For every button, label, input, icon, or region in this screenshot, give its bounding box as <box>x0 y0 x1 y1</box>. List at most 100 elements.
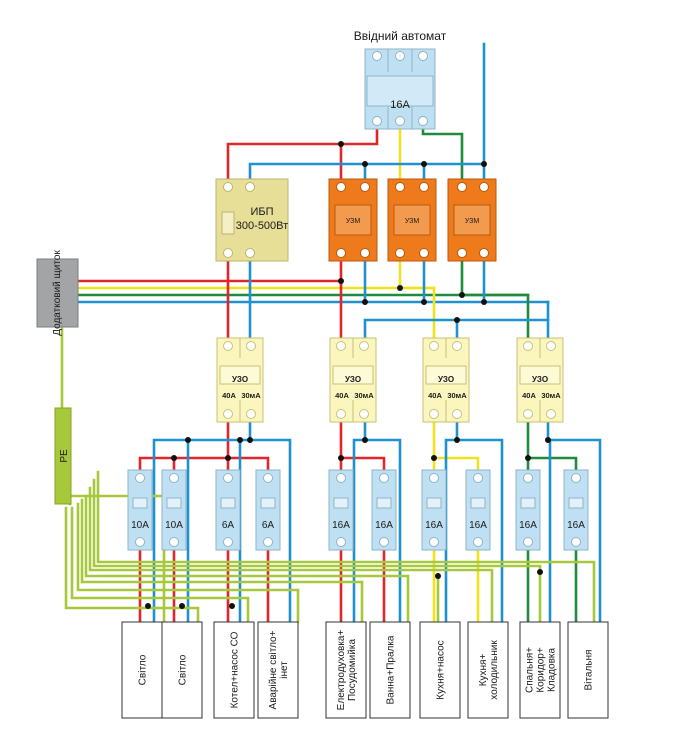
pe-wire-7 <box>84 494 410 624</box>
breaker-handle <box>220 497 236 509</box>
breaker-body <box>161 469 187 551</box>
terminal-screw <box>245 182 255 192</box>
load-label-line: холодильник <box>489 640 500 700</box>
breaker-handle <box>166 497 182 509</box>
junction-dot <box>537 569 543 575</box>
terminal-screw <box>429 409 439 419</box>
load-9: Спальня+Коридор+Кладовка <box>519 621 561 719</box>
terminal-screw <box>223 473 233 483</box>
terminal-screw <box>457 248 467 258</box>
rcd2-out-red <box>339 416 386 476</box>
load-label: Електродуховка+Посудомийка <box>336 630 358 711</box>
rcd4-out-green <box>526 416 578 476</box>
terminal-screw <box>359 409 369 419</box>
breaker-handle <box>333 497 349 509</box>
load-5: Електродуховка+Посудомийка <box>325 621 367 719</box>
load-label: Світло <box>138 654 149 685</box>
load-box <box>567 621 609 719</box>
load-label: Ванна+Пралка <box>386 635 397 704</box>
load-box <box>419 621 461 719</box>
terminal-screw <box>457 182 467 192</box>
junction-dot <box>362 437 368 443</box>
breaker-rating: 6A <box>222 520 235 531</box>
rcd-leak: 30мА <box>541 391 561 400</box>
breaker-rating: 16A <box>519 520 537 531</box>
pe-bus-body <box>54 407 72 505</box>
terminal-screw <box>473 537 483 547</box>
pe-bus: PE <box>54 407 72 505</box>
pe-wire-5 <box>76 502 300 624</box>
uzm-switch <box>453 204 491 236</box>
terminal-screw <box>336 473 346 483</box>
terminal-screw <box>395 51 405 61</box>
pe-wire-10 <box>96 470 596 624</box>
terminal-screw <box>479 182 489 192</box>
green-main-wire <box>421 124 464 187</box>
breaker-body <box>127 469 153 551</box>
terminal-screw <box>546 409 556 419</box>
load-3: Котел+насос СО <box>213 621 255 719</box>
junction-dot <box>397 285 403 291</box>
terminal-screw <box>571 537 581 547</box>
terminal-screw <box>452 409 462 419</box>
terminal-screw <box>523 341 533 351</box>
rcd-leak: 30мА <box>447 391 467 400</box>
breaker-body <box>255 469 281 551</box>
breaker-handle <box>132 497 148 509</box>
breaker-6: 16A <box>371 469 397 551</box>
ups-label-line2: 300-500Вт <box>236 220 288 232</box>
load-label-line: інет <box>279 661 290 679</box>
junction-dot <box>247 437 253 443</box>
rcd4-out-blue <box>546 416 552 624</box>
breaker-1: 10A <box>127 469 153 551</box>
breaker-rating: 10A <box>131 520 149 531</box>
junction-dot <box>171 455 177 461</box>
load-label-line: Світло <box>138 654 149 685</box>
load-label: Кухня+холодильник <box>478 640 500 700</box>
breaker-body <box>215 469 241 551</box>
rcd-handle <box>332 365 374 385</box>
uzm-switch <box>393 204 431 236</box>
breaker-body <box>563 469 589 551</box>
breaker-handle <box>520 497 536 509</box>
junction-dot <box>545 437 551 443</box>
ups-label-line1: ИБП <box>250 206 273 218</box>
breaker-rating: 16A <box>469 520 487 531</box>
rcd1-out-blue <box>152 416 252 624</box>
terminal-screw <box>523 473 533 483</box>
terminal-screw <box>395 182 405 192</box>
rcd3-out-yellow <box>432 416 480 476</box>
uzm-label: УЗМ <box>465 218 480 225</box>
junction-dot <box>421 299 427 305</box>
load-box <box>213 621 255 719</box>
terminal-screw <box>452 341 462 351</box>
breaker-handle <box>260 497 276 509</box>
junction-dots <box>145 141 551 609</box>
load-box <box>121 621 163 719</box>
red-main-wire <box>226 124 379 187</box>
terminal-screw <box>223 341 233 351</box>
terminal-screw <box>360 182 370 192</box>
terminal-screw <box>473 473 483 483</box>
terminal-screw <box>246 409 256 419</box>
breaker-9: 16A <box>515 469 541 551</box>
terminal-screw <box>419 248 429 258</box>
junction-dot <box>481 299 487 305</box>
load-box <box>257 621 299 719</box>
rcd-label: УЗО <box>345 375 361 384</box>
junction-dot <box>338 141 344 147</box>
main-breaker-handle <box>366 75 434 107</box>
junction-dot <box>145 603 151 609</box>
junction-dot <box>421 161 427 167</box>
extra-panel-label: Додатковий щиток <box>52 250 63 336</box>
rcd3-out-blue <box>444 416 459 624</box>
load-label: Світло <box>178 654 189 685</box>
load-label-line: Кухня+ <box>478 654 489 687</box>
load-box <box>519 621 561 719</box>
junction-dot <box>481 161 487 167</box>
junction-dot <box>454 437 460 443</box>
breaker-body <box>328 469 354 551</box>
terminal-screw <box>379 473 389 483</box>
